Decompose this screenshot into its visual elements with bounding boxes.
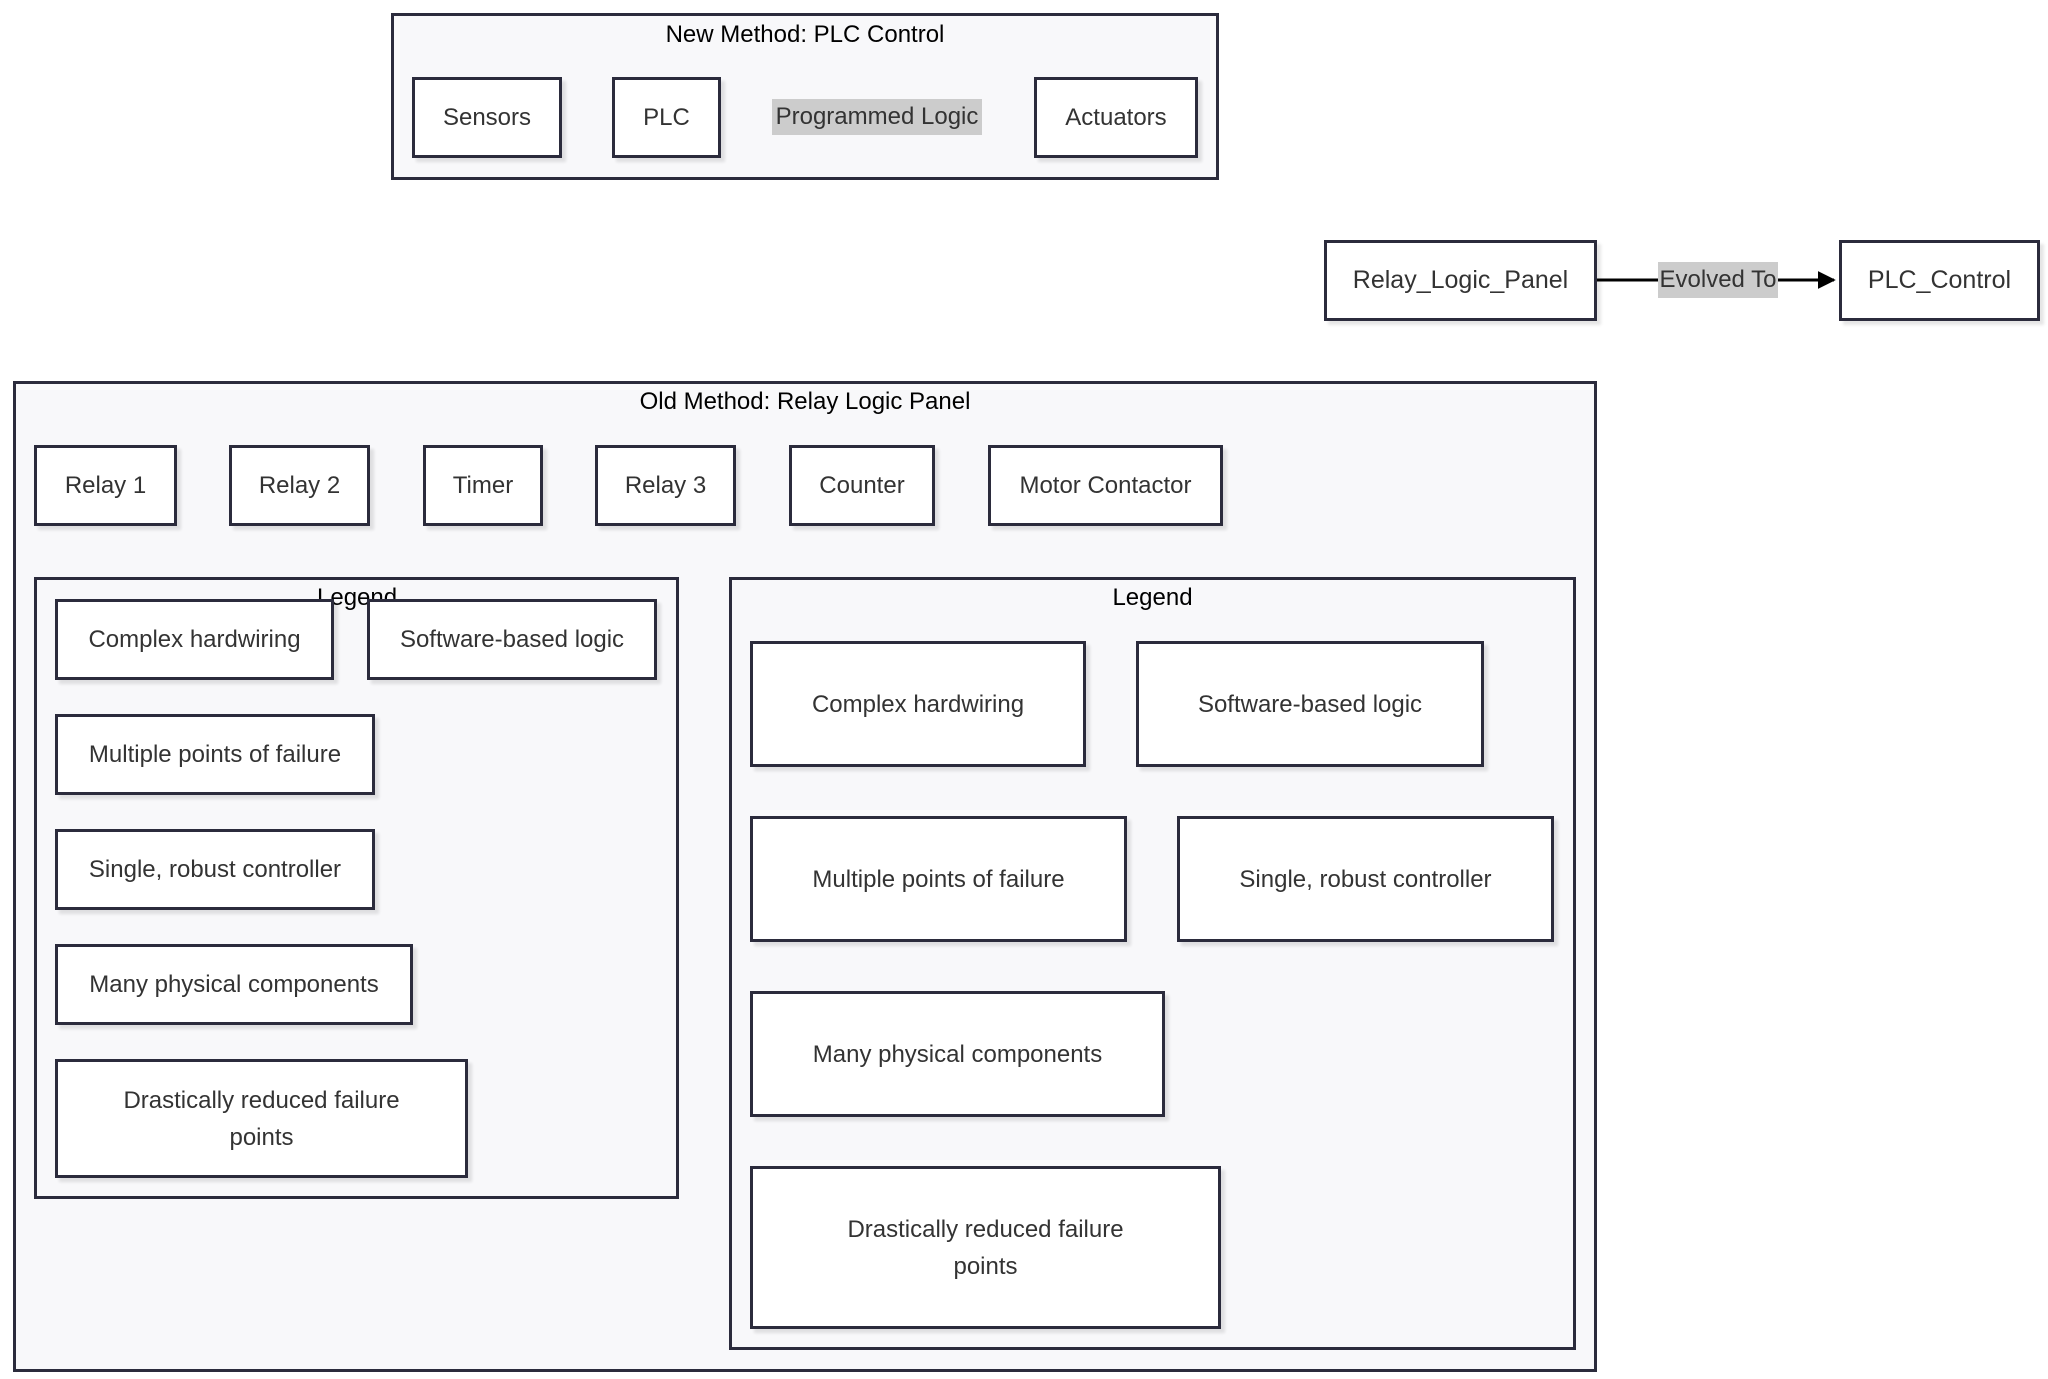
actuators-node[interactable]: Actuators [1034,77,1198,158]
programmed-logic-label: Programmed Logic [772,99,982,135]
counter-node[interactable]: Counter [789,445,935,526]
plc-control-node[interactable]: PLC_Control [1839,240,2040,321]
legend-right-complex-hardwiring: Complex hardwiring [750,641,1086,767]
legend-right-title: Legend [1112,584,1193,611]
legend-right-single-robust-controller: Single, robust controller [1177,816,1554,942]
legend-right-many-physical-components: Many physical components [750,991,1165,1117]
relay-logic-panel-node[interactable]: Relay_Logic_Panel [1324,240,1597,321]
legend-left-software-based-logic: Software-based logic [367,599,657,680]
legend-right-multiple-points-of-failure: Multiple points of failure [750,816,1127,942]
legend-right-reduced-failure-points: Drastically reduced failure points [750,1166,1221,1329]
legend-left-single-robust-controller: Single, robust controller [55,829,375,910]
legend-left-many-physical-components: Many physical components [55,944,413,1025]
evolved-to-label: Evolved To [1658,262,1778,298]
motor-contactor-node[interactable]: Motor Contactor [988,445,1223,526]
legend-left-reduced-failure-points: Drastically reduced failure points [55,1059,468,1178]
legend-left-complex-hardwiring: Complex hardwiring [55,599,334,680]
legend-right-software-based-logic: Software-based logic [1136,641,1484,767]
relay-3-node[interactable]: Relay 3 [595,445,736,526]
relay-2-node[interactable]: Relay 2 [229,445,370,526]
legend-left-multiple-points-of-failure: Multiple points of failure [55,714,375,795]
relay-1-node[interactable]: Relay 1 [34,445,177,526]
plc-node[interactable]: PLC [612,77,721,158]
old-method-title: Old Method: Relay Logic Panel [639,388,971,415]
timer-node[interactable]: Timer [423,445,543,526]
new-method-title: New Method: PLC Control [665,21,945,48]
sensors-node[interactable]: Sensors [412,77,562,158]
